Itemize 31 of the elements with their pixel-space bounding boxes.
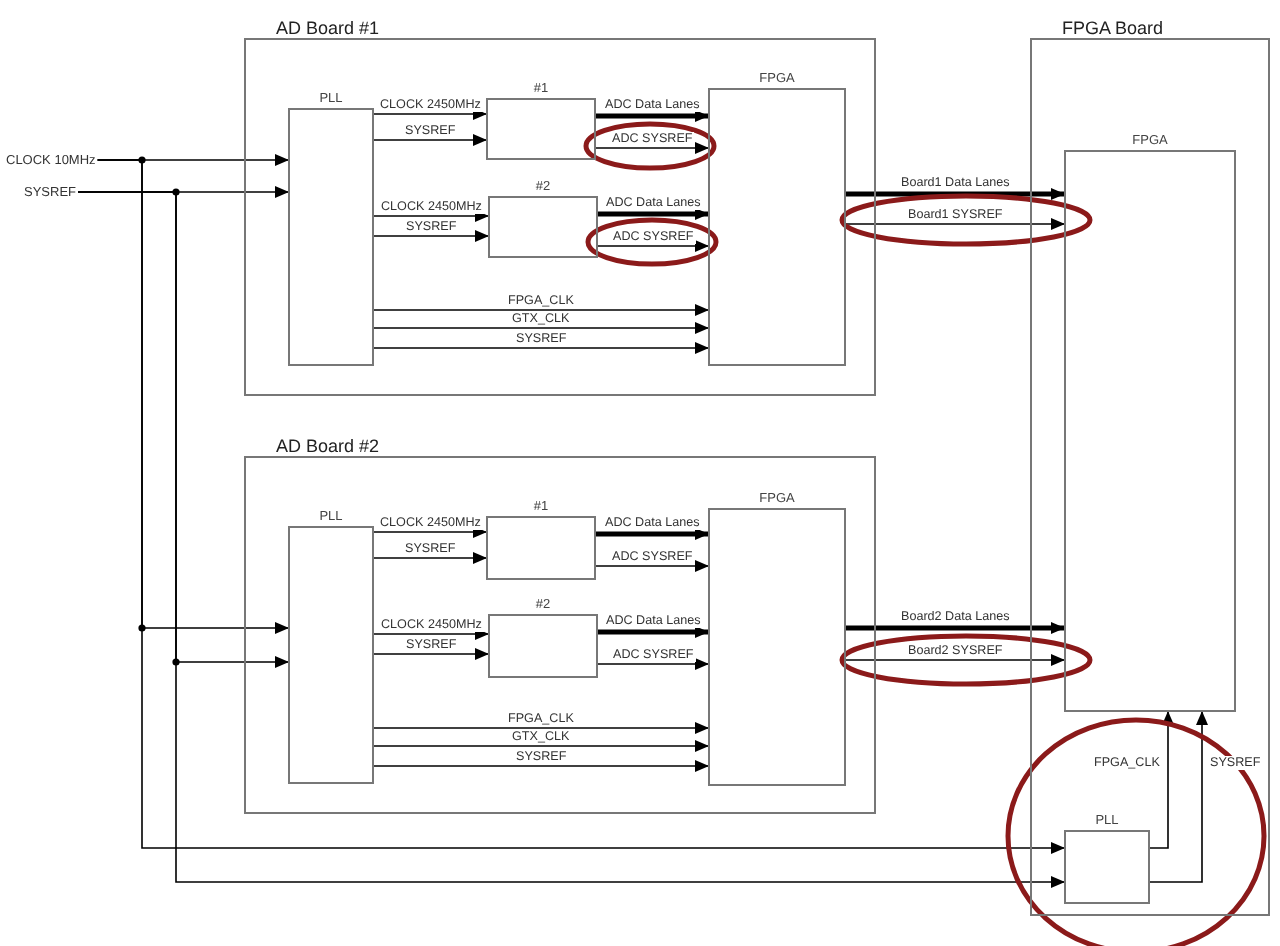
arrow [372, 304, 710, 316]
thick-arrow [845, 622, 1065, 634]
thick-arrow [597, 626, 709, 638]
arrow [372, 322, 710, 334]
arrow [372, 134, 488, 146]
thick-arrow [595, 110, 709, 122]
arrow [1148, 710, 1208, 883]
arrow [844, 218, 1066, 230]
arrow [596, 658, 710, 670]
arrow [372, 342, 710, 354]
arrow [372, 552, 488, 564]
arrow [372, 628, 490, 640]
arrow [372, 648, 490, 660]
arrow [372, 722, 710, 734]
thick-arrow [597, 208, 709, 220]
arrow [594, 142, 710, 154]
arrow [372, 760, 710, 772]
board-title: AD Board #2 [276, 436, 380, 458]
arrow [372, 108, 488, 120]
arrow [372, 210, 490, 222]
board-title: FPGA Board [1062, 18, 1164, 40]
arrow [844, 654, 1066, 666]
arrow [594, 560, 710, 572]
arrow [372, 526, 488, 538]
thick-arrow [595, 528, 709, 540]
arrow [372, 740, 710, 752]
arrow [596, 240, 710, 252]
board-title: AD Board #1 [276, 18, 380, 40]
arrow [1148, 710, 1174, 849]
thick-arrow [845, 188, 1065, 200]
arrow [372, 230, 490, 242]
